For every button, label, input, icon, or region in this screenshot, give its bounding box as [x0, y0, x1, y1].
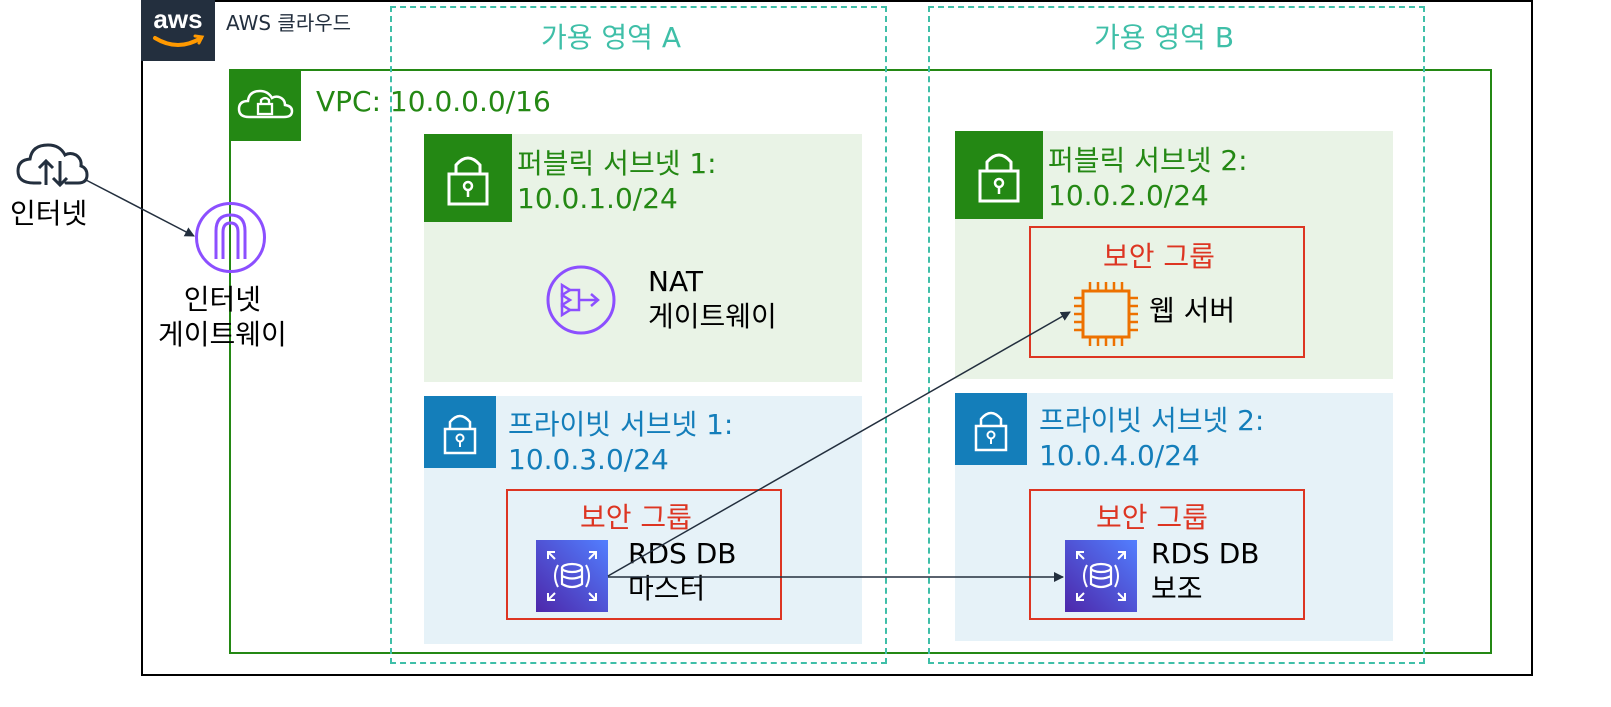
lock-icon	[974, 411, 1008, 452]
vpc-icon-badge	[229, 69, 301, 141]
aws-logo-icon: aws	[153, 4, 205, 47]
rds-master-label: RDS DB 마스터	[628, 537, 737, 605]
igw-label: 인터넷 게이트웨이	[158, 283, 287, 351]
private-subnet-2-label: 프라이빗 서브넷 2: 10.0.4.0/24	[1039, 404, 1265, 472]
lock-icon	[447, 156, 489, 206]
public-subnet-2-label: 퍼블릭 서브넷 2: 10.0.2.0/24	[1048, 144, 1248, 212]
lock-icon	[443, 414, 477, 455]
svg-text:aws: aws	[153, 4, 202, 34]
public-subnet-1-icon-badge	[424, 134, 512, 222]
nat-gateway-icon	[546, 265, 616, 335]
vpc-cloud-lock-icon	[237, 89, 294, 119]
security-group-db-standby-label: 보안 그룹	[1096, 501, 1208, 534]
aws-logo-badge: aws	[141, 0, 215, 61]
rds-master-icon	[536, 540, 608, 612]
az-a-label: 가용 영역 A	[541, 21, 681, 54]
web-server-label: 웹 서버	[1149, 294, 1236, 327]
az-b-label: 가용 영역 B	[1094, 21, 1235, 54]
cloud-upload-download-icon	[16, 143, 89, 188]
security-group-db-master-label: 보안 그룹	[580, 501, 692, 534]
private-subnet-1-label: 프라이빗 서브넷 1: 10.0.3.0/24	[508, 408, 734, 476]
rds-standby-icon	[1065, 540, 1137, 612]
public-subnet-1-label: 퍼블릭 서브넷 1: 10.0.1.0/24	[517, 147, 717, 215]
rds-icon	[547, 551, 597, 601]
internet-label: 인터넷	[10, 197, 88, 230]
private-subnet-1-icon-badge	[424, 396, 496, 468]
aws-cloud-label: AWS 클라우드	[226, 11, 352, 35]
rds-standby-label: RDS DB 보조	[1151, 537, 1260, 605]
nat-gateway-label: NAT 게이트웨이	[648, 265, 777, 333]
internet-gateway-icon	[195, 202, 266, 273]
ec2-chip-icon	[1074, 282, 1138, 346]
rds-icon	[1076, 551, 1126, 601]
security-group-web-label: 보안 그룹	[1103, 240, 1215, 273]
lock-icon	[978, 153, 1020, 203]
public-subnet-2-icon-badge	[955, 131, 1043, 219]
vpc-group	[229, 69, 1492, 654]
security-group-web	[1029, 226, 1305, 358]
private-subnet-2-icon-badge	[955, 393, 1027, 465]
aws-cloud-group	[141, 0, 1533, 676]
vpc-label: VPC: 10.0.0.0/16	[316, 85, 551, 118]
